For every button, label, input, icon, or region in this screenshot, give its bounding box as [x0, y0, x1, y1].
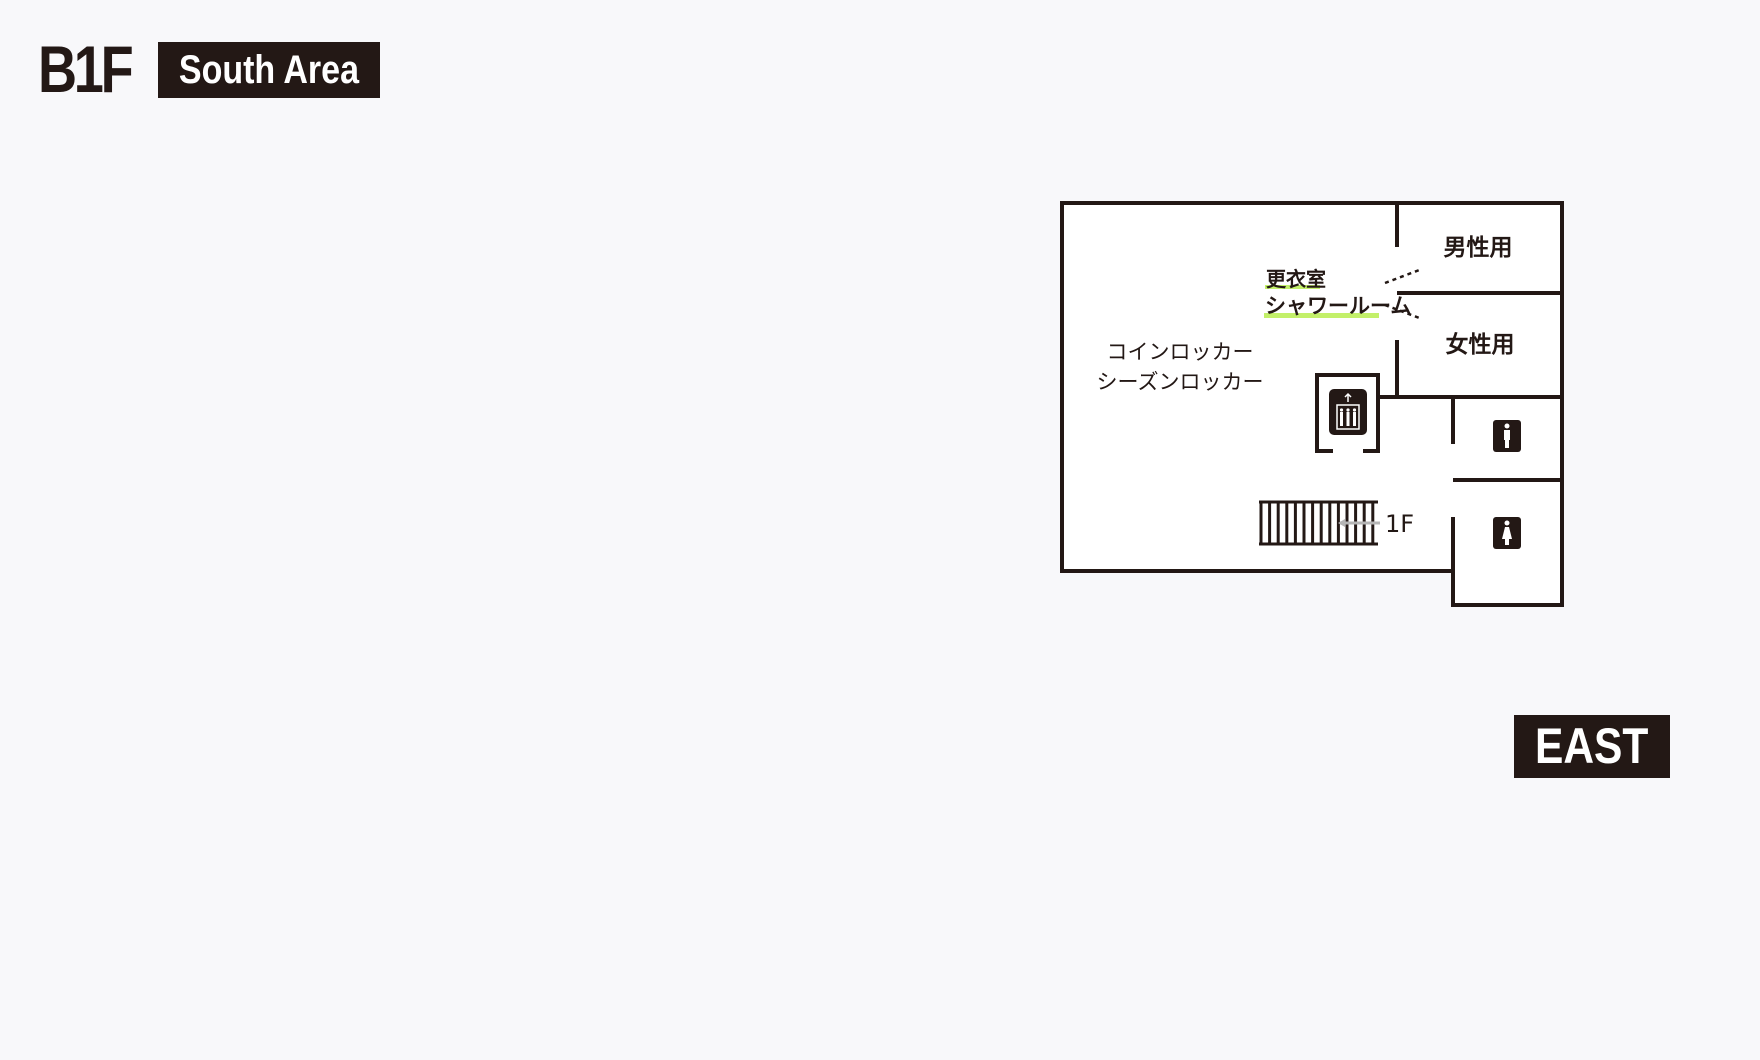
highlight	[1265, 285, 1320, 289]
outer-wall	[1060, 201, 1564, 607]
leader-lines	[1384, 267, 1423, 321]
womens-label: 女性用	[1446, 331, 1515, 358]
leader-line-mens	[1384, 267, 1423, 285]
womens-toilet-icon	[1493, 517, 1521, 549]
leader-line-womens	[1384, 303, 1423, 321]
walls	[1060, 201, 1564, 607]
direction-label: EAST	[1514, 715, 1670, 778]
locker-label-1: コインロッカー	[1107, 340, 1254, 364]
mens-label: 男性用	[1444, 235, 1513, 261]
locker-label-2: シーズンロッカー	[1097, 370, 1264, 394]
stairs-destination-label: 1F	[1385, 510, 1414, 538]
shower-room-label: シャワールーム	[1265, 294, 1411, 318]
mens-toilet-icon	[1493, 420, 1521, 452]
stairs-arrow-head	[1338, 519, 1345, 527]
elevator-icon	[1329, 389, 1367, 435]
area-label: South Area	[158, 42, 380, 98]
elevator-shaft	[1315, 373, 1380, 453]
direction-text: EAST	[1535, 718, 1649, 774]
area-text: South Area	[178, 48, 360, 92]
changing-room-label: 更衣室	[1266, 267, 1326, 291]
stairs-icon	[1259, 500, 1380, 546]
floor-text: B1F	[38, 32, 134, 106]
floor-label: B1F	[38, 36, 134, 102]
highlight	[1264, 313, 1379, 318]
